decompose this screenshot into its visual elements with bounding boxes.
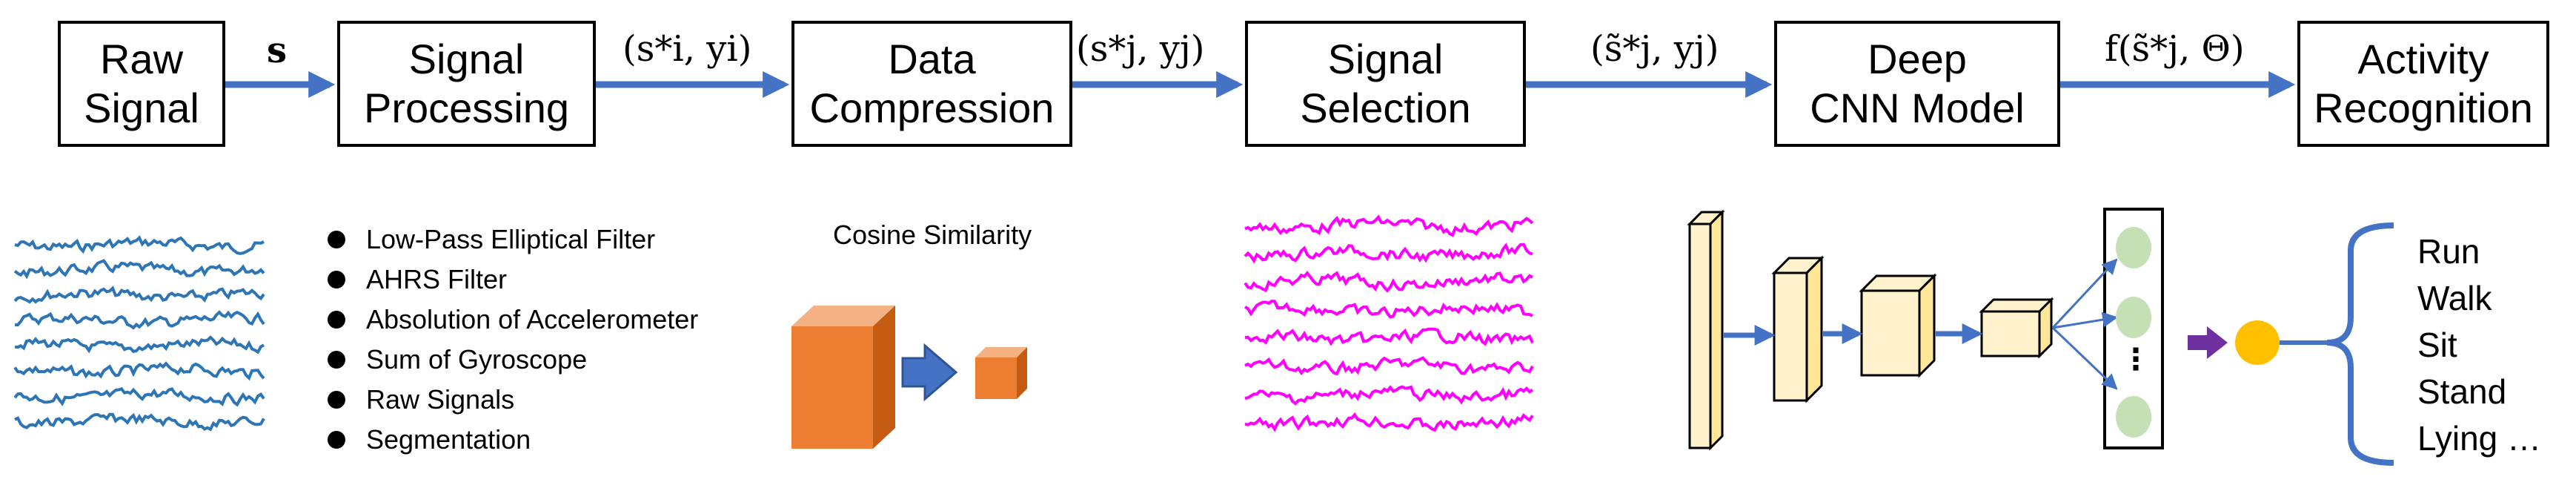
output-arrow <box>2188 326 2228 359</box>
selected-signal-plot <box>1244 214 1534 432</box>
signal-trace <box>14 335 265 355</box>
activity-item: Walk <box>2417 279 2492 317</box>
bullet-icon <box>328 391 345 409</box>
signal-trace <box>1244 327 1534 346</box>
activity-item: Stand <box>2417 372 2507 411</box>
arrow-label-selected-signal: (s̃*j, yj) <box>1590 28 1719 70</box>
activity-brace <box>2326 222 2394 466</box>
output-node <box>2235 320 2280 365</box>
stage-activity-recognition-line1: Activity <box>2357 35 2489 82</box>
fc-ellipsis: ⋮ <box>2121 343 2151 377</box>
stage-signal-selection: Signal Selection <box>1245 21 1526 147</box>
processing-step-label: AHRS Filter <box>366 264 508 294</box>
processing-step: Low-Pass Elliptical Filter <box>328 220 698 260</box>
stage-deep-cnn-model-line1: Deep <box>1868 35 1967 82</box>
fc-connection-3 <box>2051 326 2118 390</box>
stage-deep-cnn-model: Deep CNN Model <box>1774 21 2060 147</box>
fc-node-3 <box>2116 396 2151 438</box>
stage-signal-processing-line1: Signal <box>408 35 525 82</box>
stage-signal-processing: Signal Processing <box>337 21 596 147</box>
cnn-layer-4 <box>1979 297 2054 359</box>
cnn-layer-3 <box>1859 273 1937 378</box>
signal-trace <box>1244 300 1533 319</box>
processing-steps-list: Low-Pass Elliptical Filter AHRS Filter A… <box>328 220 698 460</box>
activity-item: Lying … <box>2417 419 2542 458</box>
bullet-icon <box>328 431 345 449</box>
signal-trace <box>1244 385 1534 406</box>
fc-connection-1 <box>2051 258 2118 329</box>
arrow-label-processed-signal: (s*i, yi) <box>623 28 752 70</box>
processing-step-label: Absolution of Accelerometer <box>366 304 699 334</box>
stage-data-compression: Data Compression <box>791 21 1072 147</box>
large-cube <box>791 306 895 449</box>
processing-step-label: Sum of Gyroscope <box>366 344 588 375</box>
processing-step-label: Low-Pass Elliptical Filter <box>366 224 656 254</box>
fc-connection-2 <box>2052 311 2119 329</box>
processing-step-label: Segmentation <box>366 424 531 455</box>
stage-activity-recognition-line2: Recognition <box>2314 85 2533 131</box>
stage-data-compression-line2: Compression <box>809 85 1055 131</box>
processing-step-label: Raw Signals <box>366 384 515 415</box>
signal-trace <box>1244 412 1534 432</box>
stage-raw-signal-line2: Signal <box>84 85 199 131</box>
stage-data-compression-line1: Data <box>888 35 976 82</box>
stage-signal-processing-line2: Processing <box>363 85 570 131</box>
processing-step: Absolution of Accelerometer <box>328 300 698 340</box>
small-cube <box>975 347 1027 399</box>
signal-trace <box>14 310 265 330</box>
processing-step: Raw Signals <box>328 380 698 420</box>
stage-signal-selection-line2: Selection <box>1300 85 1471 131</box>
stage-raw-signal: Raw Signal <box>58 21 225 147</box>
signal-trace <box>13 286 265 304</box>
processing-step: Sum of Gyroscope <box>328 340 698 380</box>
signal-trace <box>14 235 265 255</box>
arrow-label-model-output: f(s̃*j, Θ) <box>2105 28 2245 70</box>
fc-node-2 <box>2116 297 2151 338</box>
arrow-label-compressed-signal: (s*j, yj) <box>1076 28 1205 70</box>
signal-trace <box>13 386 265 407</box>
bullet-icon <box>328 231 345 248</box>
stage-deep-cnn-model-line2: CNN Model <box>1810 85 2025 131</box>
stage-signal-selection-line1: Signal <box>1327 35 1444 82</box>
stage-raw-signal-line1: Raw <box>99 35 184 82</box>
signal-trace <box>1244 243 1533 264</box>
bullet-icon <box>328 311 345 329</box>
activity-list: Run Walk Sit Stand Lying … <box>2417 228 2541 462</box>
signal-trace <box>13 361 265 381</box>
signal-trace <box>14 412 265 432</box>
signal-trace <box>1244 271 1533 293</box>
arrow-label-raw-signal: s <box>267 30 288 71</box>
activity-item: Sit <box>2417 326 2457 364</box>
fc-layer-box <box>2103 208 2164 449</box>
fc-node-1 <box>2116 227 2151 268</box>
bullet-icon <box>328 351 345 369</box>
signal-trace <box>1244 214 1534 237</box>
raw-signal-plot <box>13 235 265 432</box>
processing-step: AHRS Filter <box>328 260 698 300</box>
activity-item: Run <box>2417 232 2480 271</box>
processing-step: Segmentation <box>328 420 698 460</box>
stage-activity-recognition: Activity Recognition <box>2297 21 2549 147</box>
signal-trace <box>1244 356 1534 376</box>
cosine-similarity-caption: Cosine Similarity <box>833 220 1032 250</box>
bullet-icon <box>328 271 345 288</box>
cnn-layer-1 <box>1687 209 1725 451</box>
cnn-layer-2 <box>1771 255 1825 403</box>
signal-trace <box>13 259 265 280</box>
compression-arrow <box>901 343 958 402</box>
